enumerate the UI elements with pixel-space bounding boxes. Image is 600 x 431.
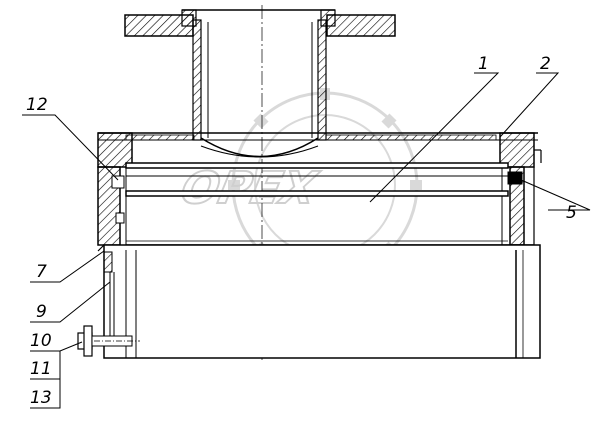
callout-13: 13: [30, 388, 52, 408]
leader-lines: [22, 72, 591, 409]
callout-12: 12: [26, 95, 48, 115]
callout-9: 9: [36, 302, 47, 322]
callout-2: 2: [540, 54, 551, 74]
callout-10: 10: [30, 331, 52, 351]
left-wall: [97, 166, 127, 246]
callout-1: 1: [478, 54, 489, 74]
inlet-pipe: [192, 19, 327, 158]
housing-top: [97, 132, 542, 168]
callout-5: 5: [566, 203, 577, 223]
right-wall: [501, 166, 535, 246]
callout-11: 11: [30, 359, 52, 379]
callout-7: 7: [36, 262, 47, 282]
watermark-text: OPEX: [177, 163, 324, 213]
top-flange: [124, 9, 396, 37]
lower-body: [77, 244, 541, 359]
